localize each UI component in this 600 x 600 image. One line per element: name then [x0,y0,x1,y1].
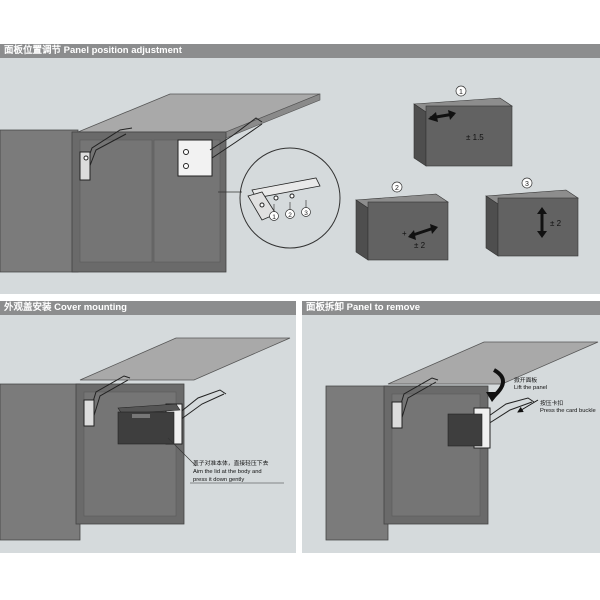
cover-instruction-en-1: Aim the lid at the body and [193,469,262,475]
detail-callout-1: 1 [269,211,279,221]
detail-callout-3: 3 [301,207,311,217]
remove-lid-top [387,341,599,385]
cabinet-side [0,129,79,273]
section-header-remove: 面板拆卸 Panel to remove [302,301,600,315]
adjust-box-2: + ± 2 2 [355,181,449,261]
detail-callout-2: 2 [285,209,295,219]
remove-cabinet-side [325,385,389,541]
cover-instruction-en-2: press it down gently [193,477,244,483]
remove-press-cn: 按压卡扣 [540,399,563,407]
hinge-left [79,127,133,181]
hinge-right [177,117,263,177]
section-header-adjust: 面板位置调节 Panel position adjustment [0,44,600,58]
cover-hinge-left [83,375,131,427]
svg-text:2: 2 [288,212,292,219]
remove-lift-en: Lift the panel [514,385,547,391]
cover-lid-top [79,337,291,381]
cabinet-cover: 盖子对准本体，直接轻压下去 Aim the lid at the body an… [0,337,291,541]
cover-lid-piece [117,403,181,445]
adjust-sign-2: + [402,229,407,238]
svg-text:1: 1 [272,214,276,221]
cover-instruction-cn: 盖子对准本体，直接轻压下去 [193,459,269,467]
badge-3 [521,177,533,189]
svg-text:2: 2 [395,185,399,192]
cover-leader [167,437,197,467]
badge-1 [455,85,467,97]
badge-2 [391,181,403,193]
svg-text:3: 3 [525,181,529,188]
cabinet-recess-left [79,139,153,263]
remove-hinge-left [391,377,439,429]
section-title-remove: 面板拆卸 Panel to remove [306,302,421,313]
detail-magnifier: 1 2 3 [218,147,341,249]
remove-press-en: Press the card buckle [540,408,596,414]
remove-lift-cn: 掀开面板 [514,376,537,384]
press-arrow-icon [517,399,539,413]
cover-cabinet-side [0,383,81,541]
svg-text:3: 3 [304,210,308,217]
section-header-cover: 外观盖安装 Cover mounting [0,301,296,315]
svg-text:1: 1 [459,89,463,96]
adjust-value-1: ± 1.5 [466,133,484,142]
cabinet-adjust [0,93,321,273]
adjust-value-2: ± 2 [414,241,426,250]
remove-cover-piece [447,413,483,447]
adjust-box-3: ± 2 3 [485,177,579,257]
adjust-box-1: ± 1.5 1 [413,85,513,167]
adjust-value-3: ± 2 [550,219,562,228]
cabinet-remove: 掀开面板 Lift the panel 按压卡扣 Press the card … [325,341,599,541]
section-title-cover: 外观盖安装 Cover mounting [4,302,127,313]
section-title-adjust: 面板位置调节 Panel position adjustment [4,45,182,56]
